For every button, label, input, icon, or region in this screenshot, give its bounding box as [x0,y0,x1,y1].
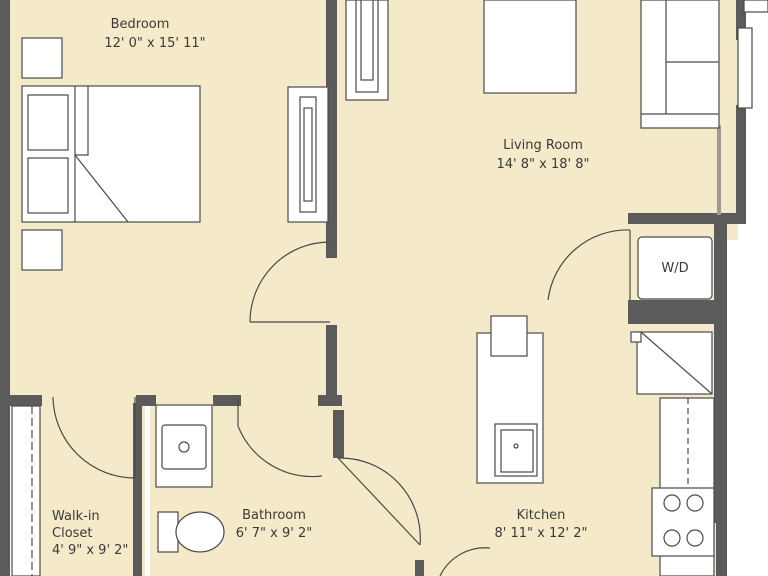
living-room-name: Living Room [503,138,583,153]
window-sill [737,27,753,109]
closet-size: 4' 9" x 9' 2" [52,543,129,558]
bedroom-size: 12' 0" x 15' 11" [104,36,206,51]
bathroom-vanity [155,404,213,488]
lower-door [439,547,491,576]
refrigerator [630,331,713,395]
nightstand-top [21,37,63,79]
bedroom-living-wall-upper [326,0,337,258]
kitchen-door [337,457,421,546]
wd-door [547,229,631,301]
coffee-table [483,0,577,94]
stove [651,487,715,557]
tv-console [345,0,389,101]
dresser [287,86,329,223]
east-wall-top [736,0,746,40]
west-wall [0,0,10,576]
kitchen-island [476,315,544,484]
bedroom-living-wall-lower [326,325,337,405]
bath-top-wall-left [136,395,156,406]
bedroom-door [249,241,331,323]
exterior-area [727,240,768,576]
window-frame [717,125,721,215]
east-wall-bottom [716,523,727,576]
kitchen-name: Kitchen [516,508,566,523]
bathroom-door [237,398,323,478]
bath-kitchen-wall-upper [333,410,344,458]
window-sill-top [743,0,768,13]
walls [0,0,746,576]
washer-dryer [637,236,713,300]
closet-top-wall [10,395,42,406]
nightstand-bottom [21,229,63,271]
furniture [11,0,768,576]
doors [52,229,631,576]
toilet [157,511,225,553]
bath-wall-stub [415,560,424,576]
closet-shelf [11,405,41,576]
closet-door [52,396,136,479]
bed [21,85,201,223]
washer-dryer-label: W/D [661,261,689,276]
east-wall-mid [736,105,746,215]
closet-name-line2: Closet [52,526,93,541]
wd-closet-bottom-wall [628,300,727,324]
bath-top-wall-mid [213,395,241,406]
bathroom-name: Bathroom [242,508,306,523]
living-room-size: 14' 8" x 18' 8" [496,157,590,172]
kitchen-size: 8' 11" x 12' 2" [494,526,588,541]
east-wall-kitchen [714,213,727,523]
bedroom-name: Bedroom [110,17,170,32]
sofa [640,0,720,129]
bathroom-size: 6' 7" x 9' 2" [235,526,313,541]
wd-closet-top-wall [628,213,746,224]
closet-name-line1: Walk-in [52,509,100,524]
closet-bath-wall [133,403,142,576]
